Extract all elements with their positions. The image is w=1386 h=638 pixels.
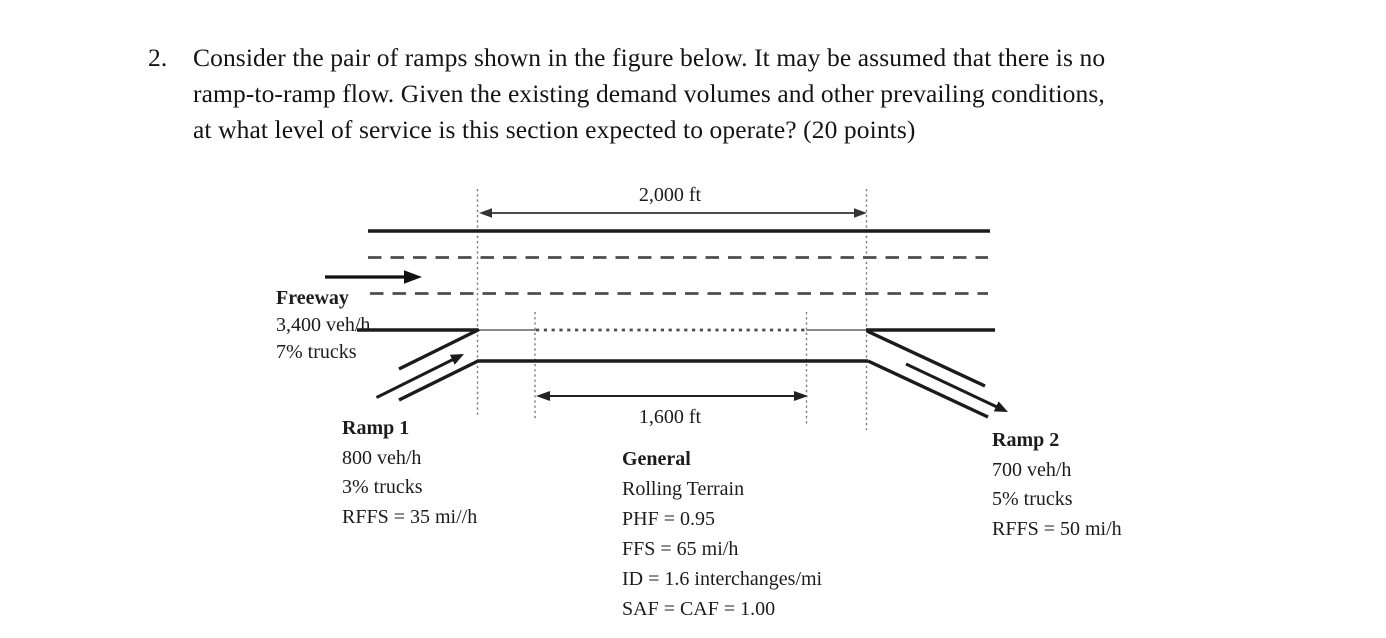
ramp1-arrowhead-icon	[449, 354, 464, 365]
ramp2-arrowhead-icon	[993, 401, 1008, 412]
ramp1-upper-edge	[398, 327, 480, 371]
ramp1-label: Ramp 1	[342, 417, 410, 439]
ramp1-lines	[375, 327, 480, 402]
ramp2-label-block: Ramp 2 700 veh/h 5% trucks RFFS = 50 mi/…	[992, 426, 1122, 544]
ramp2-lines	[866, 329, 1008, 419]
ramp1-lower-edge	[398, 359, 479, 402]
ramp1-arrow-shaft	[375, 357, 456, 399]
arrowhead-right-icon	[794, 391, 808, 401]
ramp2-rffs: RFFS = 50 mi/h	[992, 517, 1122, 540]
ramp2-label: Ramp 2	[992, 429, 1060, 451]
reference-lines	[476, 189, 868, 430]
ramp1-volume: 800 veh/h	[342, 446, 422, 469]
ramp2-volume: 700 veh/h	[992, 458, 1072, 481]
problem-text: Consider the pair of ramps shown in the …	[193, 40, 1258, 147]
problem-line-2: ramp-to-ramp flow. Given the existing de…	[193, 78, 1105, 108]
general-ffs: FFS = 65 mi/h	[622, 538, 739, 560]
ramp1-rffs: RFFS = 35 mi//h	[342, 505, 478, 528]
freeway-volume: 3,400 veh/h	[276, 314, 371, 336]
freeway-lines	[357, 229, 995, 363]
problem-number: 2.	[148, 43, 168, 72]
general-saf: SAF = CAF = 1.00	[622, 598, 776, 620]
ramp2-lower-edge	[867, 359, 989, 419]
dim-1600-arrow	[536, 391, 808, 401]
freeway-label: Freeway	[276, 287, 349, 309]
problem-statement: 2. Consider the pair of ramps shown in t…	[148, 40, 1258, 147]
ramp1-label-block: Ramp 1 800 veh/h 3% trucks RFFS = 35 mi/…	[342, 414, 477, 532]
general-label: General	[622, 448, 691, 470]
ramp1-trucks: 3% trucks	[342, 476, 423, 498]
general-phf: PHF = 0.95	[622, 508, 715, 530]
ramp2-arrow-shaft	[905, 362, 999, 409]
arrowhead-left-icon	[536, 391, 550, 401]
freeway-trucks: 7% trucks	[276, 341, 357, 363]
problem-line-1: Consider the pair of ramps shown in the …	[193, 43, 1106, 72]
freeway-label-block: Freeway 3,400 veh/h 7% trucks	[276, 285, 370, 366]
general-id: ID = 1.6 interchanges/mi	[622, 568, 823, 590]
direction-arrowhead-icon	[404, 270, 422, 284]
problem-line-3: at what level of service is this section…	[193, 114, 916, 144]
arrowhead-right-icon	[854, 208, 867, 218]
arrowhead-left-icon	[479, 208, 492, 218]
dim-2000-label: 2,000 ft	[638, 184, 702, 206]
ramp2-trucks: 5% trucks	[992, 488, 1073, 510]
direction-arrow	[325, 270, 422, 284]
dim-1600-label: 1,600 ft	[638, 406, 702, 428]
dim-2000-arrow	[479, 208, 867, 218]
ramp2-upper-edge	[866, 329, 986, 388]
general-terrain: Rolling Terrain	[622, 478, 745, 500]
general-label-block: General Rolling Terrain PHF = 0.95 FFS =…	[622, 444, 822, 624]
